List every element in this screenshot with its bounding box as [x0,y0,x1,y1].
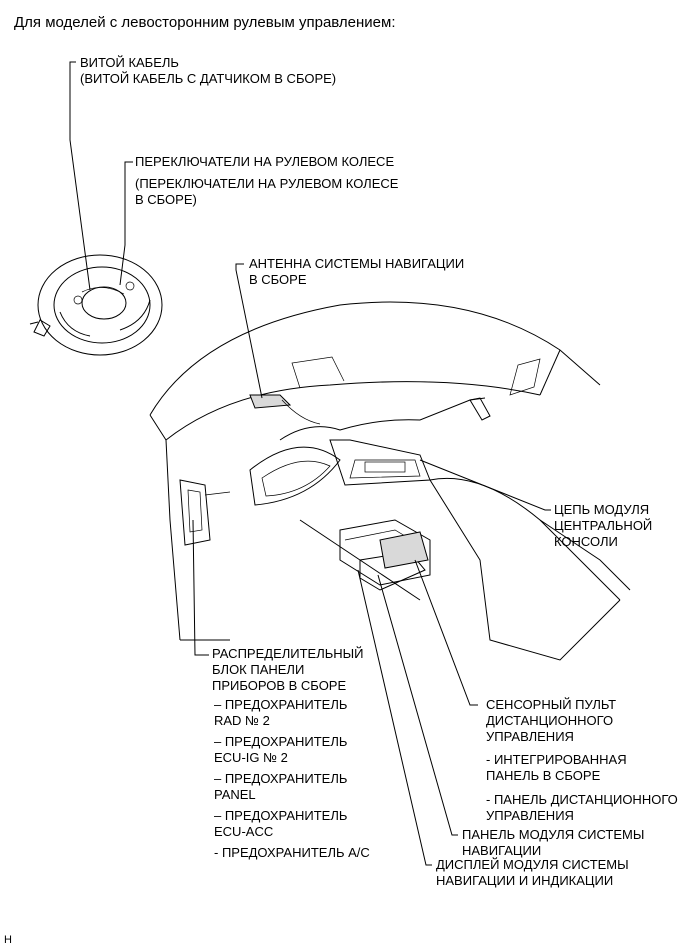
label-line: НАВИГАЦИИ И ИНДИКАЦИИ [436,873,614,888]
label-nav-display: ДИСПЛЕЙ МОДУЛЯ СИСТЕМЫ НАВИГАЦИИ И ИНДИК… [436,857,629,889]
label-line: ПЕРЕКЛЮЧАТЕЛИ НА РУЛЕВОМ КОЛЕСЕ [135,154,395,169]
label-line: – ПРЕДОХРАНИТЕЛЬ [214,771,348,786]
label-line: ЦЕНТРАЛЬНОЙ [554,518,653,533]
label-remote-panel: - ПАНЕЛЬ ДИСТАНЦИОННОГО УПРАВЛЕНИЯ [486,792,678,824]
label-line: - ИНТЕГРИРОВАННАЯ [486,752,627,767]
fuse-item: – ПРЕДОХРАНИТЕЛЬ ECU-ACC [214,808,370,840]
label-nav-module-panel: ПАНЕЛЬ МОДУЛЯ СИСТЕМЫ НАВИГАЦИИ [462,827,644,859]
label-line: – ПРЕДОХРАНИТЕЛЬ [214,808,348,823]
label-line: ДИСТАНЦИОННОГО [486,713,614,728]
label-line: УПРАВЛЕНИЯ [486,729,574,744]
label-line: ПАНЕЛЬ МОДУЛЯ СИСТЕМЫ [462,827,645,842]
label-line: СЕНСОРНЫЙ ПУЛЬТ [486,697,617,712]
label-spiral-cable: ВИТОЙ КАБЕЛЬ (ВИТОЙ КАБЕЛЬ С ДАТЧИКОМ В … [80,55,336,87]
label-line: (ПЕРЕКЛЮЧАТЕЛИ НА РУЛЕВОМ КОЛЕСЕ [135,176,399,191]
label-line: ПАНЕЛЬ В СБОРЕ [486,768,601,783]
label-line: - ПАНЕЛЬ ДИСТАНЦИОННОГО [486,792,678,807]
steering-wheel-drawing [29,254,163,356]
label-line: – ПРЕДОХРАНИТЕЛЬ [214,697,348,712]
label-line: - ПРЕДОХРАНИТЕЛЬ A/C [214,845,370,860]
label-line: НАВИГАЦИИ [462,843,542,858]
label-integrated-panel: - ИНТЕГРИРОВАННАЯ ПАНЕЛЬ В СБОРЕ [486,752,627,784]
label-junction-block: РАСПРЕДЕЛИТЕЛЬНЫЙ БЛОК ПАНЕЛИ ПРИБОРОВ В… [212,646,364,694]
label-line: (ВИТОЙ КАБЕЛЬ С ДАТЧИКОМ В СБОРЕ) [80,71,337,86]
label-line: ПРИБОРОВ В СБОРЕ [212,678,347,693]
label-remote-touch: СЕНСОРНЫЙ ПУЛЬТ ДИСТАНЦИОННОГО УПРАВЛЕНИ… [486,697,616,745]
fuse-item: – ПРЕДОХРАНИТЕЛЬ ECU-IG № 2 [214,734,370,766]
label-line: PANEL [214,787,256,802]
fuse-list: – ПРЕДОХРАНИТЕЛЬ RAD № 2 – ПРЕДОХРАНИТЕЛ… [214,697,370,861]
nav-module-drawing [339,519,431,591]
label-line: – ПРЕДОХРАНИТЕЛЬ [214,734,348,749]
figure-code: H [4,934,12,946]
leader-lines [69,61,551,866]
label-line: БЛОК ПАНЕЛИ [212,662,305,677]
label-nav-antenna: АНТЕННА СИСТЕМЫ НАВИГАЦИИ В СБОРЕ [249,256,464,288]
label-line: ECU-IG № 2 [214,750,288,765]
label-line: В СБОРЕ) [135,192,197,207]
label-line: ECU-ACC [214,824,274,839]
diagram-title: Для моделей с левосторонним рулевым упра… [14,14,396,31]
label-line: RAD № 2 [214,713,270,728]
label-line: УПРАВЛЕНИЯ [486,808,574,823]
label-line: ЦЕПЬ МОДУЛЯ [554,502,650,517]
label-line: АНТЕННА СИСТЕМЫ НАВИГАЦИИ [249,256,465,271]
junction-block-drawing [179,479,231,546]
label-steering-switches: ПЕРЕКЛЮЧАТЕЛИ НА РУЛЕВОМ КОЛЕСЕ (ПЕРЕКЛЮ… [135,154,398,208]
label-line: КОНСОЛИ [554,534,618,549]
label-line: РАСПРЕДЕЛИТЕЛЬНЫЙ [212,646,364,661]
label-center-console-circuit: ЦЕПЬ МОДУЛЯ ЦЕНТРАЛЬНОЙ КОНСОЛИ [554,502,652,550]
dashboard-drawing [149,301,631,661]
fuse-item: – ПРЕДОХРАНИТЕЛЬ RAD № 2 [214,697,370,729]
fuse-item: - ПРЕДОХРАНИТЕЛЬ A/C [214,845,370,861]
label-line: ДИСПЛЕЙ МОДУЛЯ СИСТЕМЫ [436,857,629,872]
fuse-item: – ПРЕДОХРАНИТЕЛЬ PANEL [214,771,370,803]
label-line: ВИТОЙ КАБЕЛЬ [80,55,179,70]
label-line: В СБОРЕ [249,272,307,287]
